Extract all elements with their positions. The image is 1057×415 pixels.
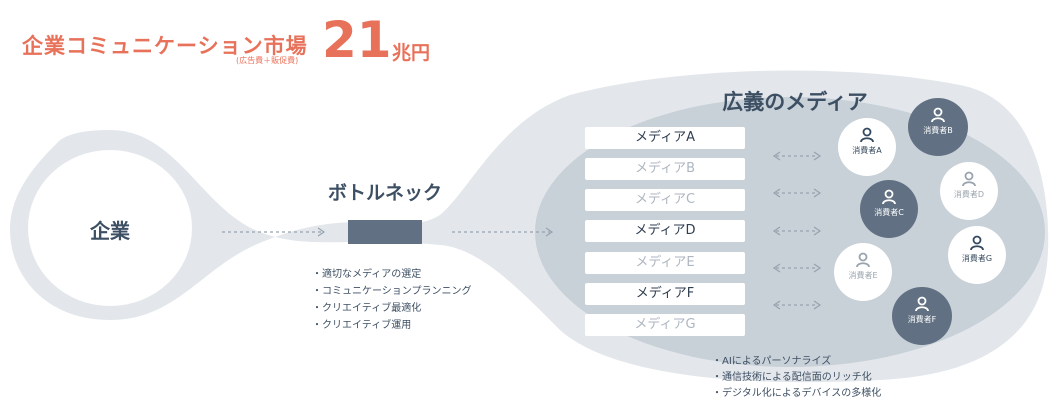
- company-circle: [28, 150, 192, 306]
- consumer-label: 消費者G: [961, 254, 993, 263]
- media-item-f: メディアF: [585, 283, 745, 305]
- media-item-g: メディアG: [585, 314, 745, 336]
- bottleneck-list: 適切なメディアの選定 コミュニケーションプランニング クリエイティブ最適化 クリ…: [312, 266, 472, 334]
- market-title: 企業コミュニケーション市場: [22, 34, 308, 58]
- consumer-d: 消費者D: [940, 162, 998, 220]
- media-item-a: メディアA: [585, 127, 745, 149]
- bottleneck-item: クリエイティブ最適化: [312, 300, 472, 317]
- consumer-label: 消費者D: [953, 190, 985, 199]
- consumer-label: 消費者A: [852, 146, 882, 155]
- bottleneck-item: 適切なメディアの選定: [312, 266, 472, 283]
- person-icon: [882, 189, 896, 205]
- person-icon: [915, 296, 929, 312]
- bottleneck-item: コミュニケーションプランニング: [312, 283, 472, 300]
- bottleneck-item: クリエイティブ運用: [312, 317, 472, 334]
- double-arrow: [772, 226, 822, 236]
- consumer-label: 消費者B: [923, 126, 953, 135]
- consumer-label: 消費者E: [848, 271, 878, 280]
- company-label: 企業: [90, 219, 130, 243]
- bottleneck-block: [348, 220, 422, 244]
- media-item-b: メディアB: [585, 158, 745, 180]
- person-icon: [860, 127, 874, 143]
- person-icon: [856, 252, 870, 268]
- double-arrow: [772, 263, 822, 273]
- media-note: AIによるパーソナライズ: [712, 354, 881, 370]
- market-value: 21: [322, 11, 392, 69]
- arrowhead-1: [317, 227, 326, 237]
- media-item-d: メディアD: [585, 220, 745, 242]
- media-item-c: メディアC: [585, 189, 745, 211]
- arrowhead-2: [545, 227, 554, 237]
- double-arrow: [772, 188, 822, 198]
- market-subtitle: (広告費＋販促費): [236, 56, 299, 65]
- person-icon: [962, 171, 976, 187]
- market-unit: 兆円: [392, 42, 431, 64]
- media-notes: AIによるパーソナライズ 通信技術による配信面のリッチ化 デジタル化によるデバイ…: [712, 354, 881, 402]
- consumer-label: 消費者C: [874, 208, 904, 217]
- double-arrow: [772, 300, 822, 310]
- double-arrow: [772, 151, 822, 161]
- bottleneck-label: ボトルネック: [327, 182, 442, 204]
- media-item-e: メディアE: [585, 252, 745, 274]
- media-note: デジタル化によるデバイスの多様化: [712, 386, 881, 402]
- media-note: 通信技術による配信面のリッチ化: [712, 370, 881, 386]
- media-title: 広義のメディア: [722, 90, 868, 114]
- consumer-b: 消費者B: [908, 98, 968, 156]
- consumer-f: 消費者F: [892, 287, 952, 345]
- consumer-c: 消費者C: [860, 180, 918, 238]
- consumer-e: 消費者E: [834, 243, 892, 301]
- consumer-a: 消費者A: [838, 118, 896, 176]
- person-icon: [970, 235, 984, 251]
- person-icon: [931, 107, 945, 123]
- consumer-label: 消費者F: [907, 315, 937, 324]
- consumer-g: 消費者G: [948, 226, 1006, 284]
